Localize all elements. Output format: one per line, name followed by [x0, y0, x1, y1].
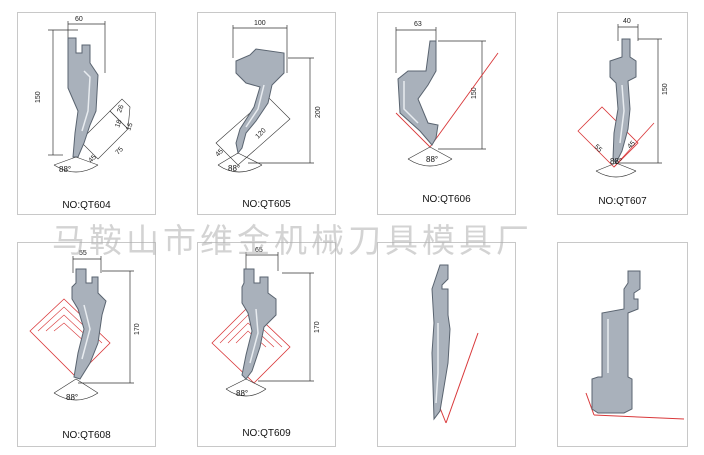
tool-diagram-qt608: 55 170 88° — [29, 250, 141, 402]
dim-height: 200 — [315, 106, 322, 118]
tool-diagram-8 — [585, 270, 685, 420]
dim-height: 150 — [471, 87, 478, 99]
dim-d2: 45 — [626, 140, 637, 151]
tool-diagram-qt604: 60 150 26 15 18 45 75 88° — [35, 16, 135, 174]
model-label: NO:QT604 — [62, 200, 111, 211]
bend-angle: 88° — [59, 165, 71, 174]
dim-width: 40 — [623, 18, 631, 25]
dim-d1: 55 — [593, 143, 604, 154]
tool-panel-qt609: 65 170 88° NO:QT609 — [197, 242, 336, 447]
dim-d4: 45 — [87, 154, 98, 165]
watermark: 马鞍山市维金机械刀具模具厂 — [52, 221, 533, 260]
tool-diagram-qt605: 100 200 120 45 88° — [214, 20, 322, 173]
dim-d2: 15 — [125, 122, 134, 132]
bend-angle: 88° — [610, 157, 622, 166]
bend-angle: 88° — [228, 164, 240, 173]
dim-width: 60 — [75, 16, 83, 23]
tool-panel-qt605: 100 200 120 45 88° NO:QT605 — [197, 12, 336, 215]
dim-height: 150 — [662, 83, 669, 95]
tool-panel-7 — [377, 242, 516, 447]
dim-d3: 18 — [114, 119, 123, 129]
model-label: NO:QT606 — [422, 194, 471, 205]
bend-angle: 88° — [426, 155, 438, 164]
bend-angle: 88° — [236, 389, 248, 398]
dim-width: 65 — [255, 247, 263, 254]
tool-panel-qt608: 55 170 88° NO:QT608 — [17, 242, 156, 447]
dim-width: 100 — [254, 20, 266, 27]
dim-d2: 45 — [214, 148, 225, 159]
model-label: NO:QT609 — [242, 428, 291, 439]
model-label: NO:QT608 — [62, 430, 111, 441]
dim-height: 150 — [35, 91, 42, 103]
bend-angle: 88° — [66, 393, 78, 402]
tool-diagram-qt607: 40 150 55 45 88° — [577, 18, 669, 178]
tool-diagram-7 — [431, 264, 479, 424]
dim-d1: 26 — [116, 104, 125, 114]
tool-panel-qt607: 40 150 55 45 88° NO:QT607 — [557, 12, 688, 215]
tool-diagram-qt609: 65 170 88° — [211, 247, 321, 398]
model-label: NO:QT607 — [598, 196, 647, 207]
dim-d1: 120 — [254, 127, 267, 140]
model-label: NO:QT605 — [242, 199, 291, 210]
dim-d5: 75 — [114, 146, 125, 157]
dim-width: 63 — [414, 21, 422, 28]
tool-panel-qt604: 60 150 26 15 18 45 75 88° NO:QT604 — [17, 12, 156, 215]
tool-diagram-qt606: 63 150 88° — [395, 21, 499, 167]
dim-width: 55 — [79, 250, 87, 257]
dim-height: 170 — [134, 323, 141, 335]
dim-height: 170 — [314, 321, 321, 333]
tool-panel-8 — [557, 242, 688, 447]
tool-panel-qt606: 63 150 88° NO:QT606 — [377, 12, 516, 215]
